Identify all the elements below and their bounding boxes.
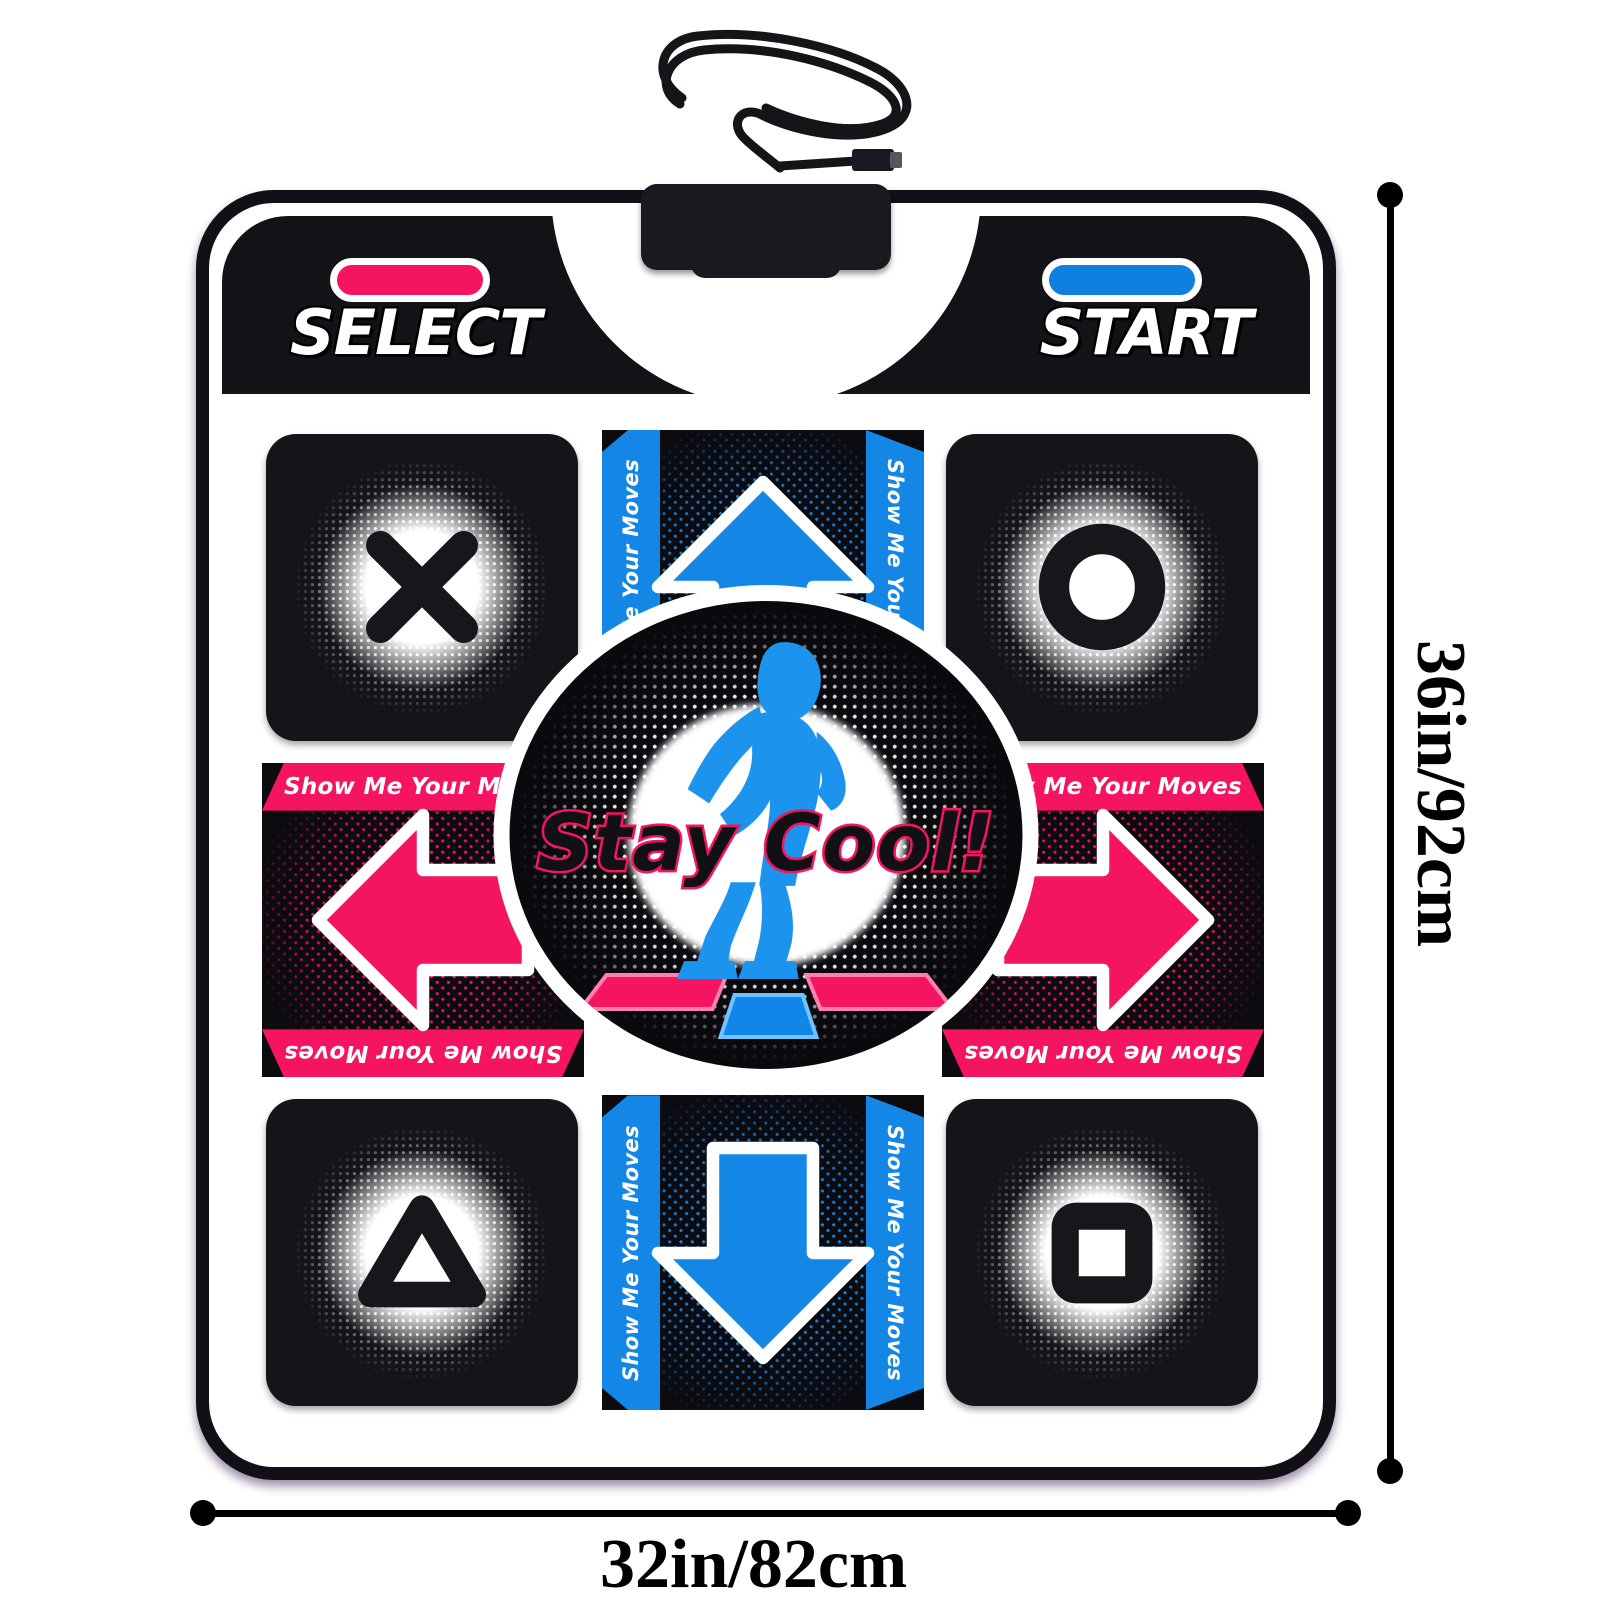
pad-cross[interactable]: [256, 422, 596, 755]
pad-square[interactable]: [936, 1087, 1276, 1420]
triangle-icon: [358, 1195, 487, 1308]
down-strip-right: Show Me Your Moves: [866, 1095, 924, 1410]
right-band-bottom: Show Me Your Moves: [942, 1029, 1264, 1077]
dim-dot-bottom: [1377, 1458, 1403, 1484]
mat-pad-grid: Show Me Your Moves Show Me Your Moves: [222, 394, 1310, 1454]
select-label: SELECT: [290, 296, 542, 369]
pad-triangle[interactable]: [256, 1087, 596, 1420]
square-panel[interactable]: [946, 1099, 1258, 1406]
mat-shell: SELECT START: [196, 190, 1336, 1480]
stay-cool-badge[interactable]: Stay Cool!: [493, 585, 1039, 1085]
down-strip-left: Show Me Your Moves: [602, 1095, 660, 1410]
mat-surface: SELECT START: [222, 216, 1310, 1454]
triangle-panel[interactable]: [266, 1099, 578, 1406]
dimension-label-height: 36in/92cm: [1402, 640, 1479, 948]
start-button[interactable]: [1042, 258, 1202, 302]
left-band-bottom: Show Me Your Moves: [262, 1029, 584, 1077]
pad-down[interactable]: Show Me Your Moves Show Me Your Moves: [596, 1087, 936, 1420]
dimension-label-width: 32in/82cm: [600, 1526, 908, 1603]
dim-line-horizontal: [203, 1510, 1348, 1517]
down-lane[interactable]: Show Me Your Moves Show Me Your Moves: [602, 1095, 924, 1410]
select-button[interactable]: [330, 258, 490, 302]
square-icon: [1051, 1202, 1153, 1304]
circle-panel[interactable]: [946, 434, 1258, 741]
badge-step-pads: [575, 973, 957, 1039]
usb-cable: [658, 29, 912, 173]
start-label: START: [1039, 296, 1253, 369]
dim-line-vertical: [1387, 195, 1394, 1470]
mat-connector-plug: [641, 184, 891, 270]
dance-mat[interactable]: SELECT START: [196, 184, 1336, 1480]
pad-circle[interactable]: [936, 422, 1276, 755]
dim-dot-right: [1335, 1500, 1361, 1526]
cross-x-icon: [366, 531, 478, 644]
cross-panel[interactable]: [266, 434, 578, 741]
arrow-down-icon: [651, 1141, 875, 1364]
dancer-silhouette-icon: [676, 642, 846, 979]
circle-o-icon: [1038, 524, 1166, 651]
logo-text: Stay Cool!: [534, 797, 996, 892]
